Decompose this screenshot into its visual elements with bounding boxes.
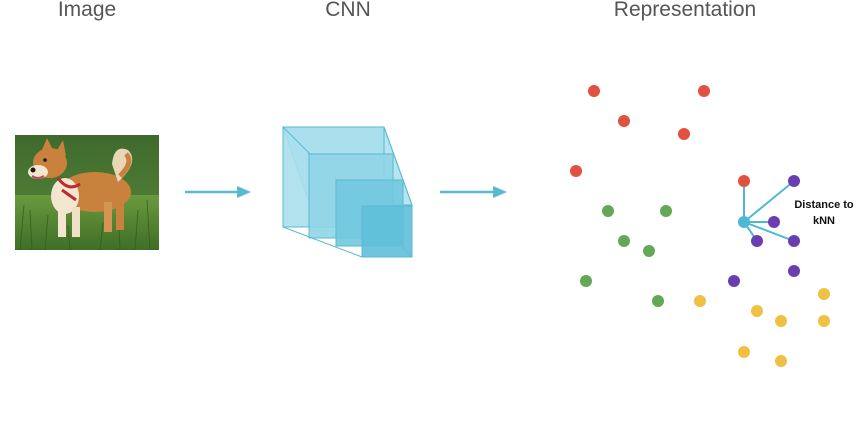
purple-point-3 <box>751 235 763 247</box>
purple-point-2 <box>768 216 780 228</box>
distance-to-knn-label: Distance to kNN <box>783 197 857 229</box>
purple-point-6 <box>728 275 740 287</box>
purple-point-4 <box>788 235 800 247</box>
yellow-point-6 <box>738 346 750 358</box>
yellow-point-3 <box>775 315 787 327</box>
cnn-block-4 <box>361 205 413 258</box>
knn-line-5 <box>743 221 795 242</box>
representation-heading: Representation <box>613 0 757 21</box>
distance-label-line2: kNN <box>812 215 835 227</box>
yellow-point-5 <box>818 315 830 327</box>
purple-point-1 <box>788 175 800 187</box>
yellow-point-1 <box>694 295 706 307</box>
red-point-5 <box>570 165 582 177</box>
yellow-point-7 <box>775 355 787 367</box>
red-point-1 <box>588 85 600 97</box>
arrow-to-cnn <box>185 186 251 198</box>
embedding-points <box>570 85 830 367</box>
green-point-2 <box>660 205 672 217</box>
cnn-blocks <box>282 126 413 258</box>
red-point-3 <box>618 115 630 127</box>
knn-line-2 <box>743 180 795 223</box>
green-point-5 <box>580 275 592 287</box>
yellow-point-4 <box>818 288 830 300</box>
red-point-4 <box>678 128 690 140</box>
green-point-4 <box>643 245 655 257</box>
green-point-1 <box>602 205 614 217</box>
green-point-6 <box>652 295 664 307</box>
green-point-3 <box>618 235 630 247</box>
red-point-2 <box>698 85 710 97</box>
query-point <box>738 216 750 228</box>
purple-point-5 <box>788 265 800 277</box>
red-point-6 <box>738 175 750 187</box>
distance-label-line1: Distance to <box>794 199 854 211</box>
image-heading: Image <box>57 0 117 21</box>
dog-image <box>15 135 159 251</box>
cnn-heading: CNN <box>325 0 371 21</box>
arrow-to-representation <box>440 186 507 198</box>
yellow-point-2 <box>751 305 763 317</box>
